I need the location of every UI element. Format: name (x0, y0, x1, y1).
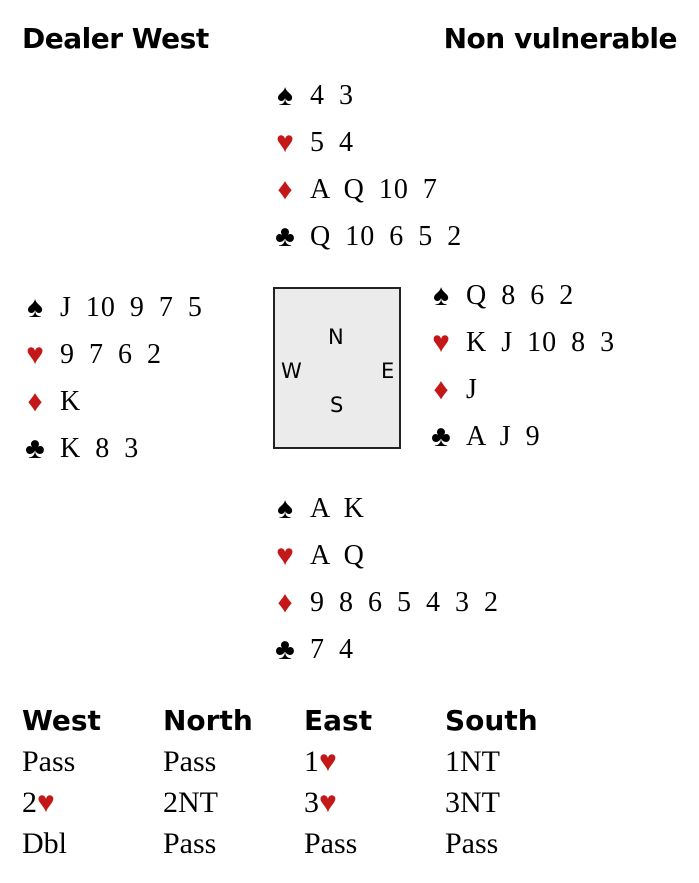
south-spades-cards: A K (310, 493, 365, 524)
vulnerability-label: Non vulnerable (443, 22, 678, 55)
heart-suit-icon: ♥ (276, 126, 294, 159)
auction-bid: Pass (163, 827, 217, 860)
auction-bid: 1♥ (304, 745, 337, 778)
diamond-suit-icon: ♦ (433, 373, 449, 406)
heart-suit-icon: ♥ (319, 745, 337, 778)
auction-header-east: East (304, 704, 373, 737)
auction-header-west: West (22, 704, 101, 737)
diamond-suit-icon: ♦ (277, 173, 293, 206)
diamond-suit-icon: ♦ (277, 586, 293, 619)
auction-bid: Pass (445, 827, 499, 860)
diamond-suit-icon: ♦ (27, 385, 43, 418)
east-spades-cards: Q 8 6 2 (466, 280, 575, 311)
club-suit-icon: ♣ (275, 633, 295, 666)
north-hearts-cards: 5 4 (310, 127, 354, 158)
heart-suit-icon: ♥ (319, 786, 337, 819)
spade-suit-icon: ♠ (433, 279, 449, 312)
west-diamonds-cards: K (60, 386, 82, 417)
heart-suit-icon: ♥ (276, 539, 294, 572)
club-suit-icon: ♣ (275, 220, 295, 253)
auction-bid: 3♥ (304, 786, 337, 819)
auction-header-south: South (445, 704, 538, 737)
east-hearts-cards: K J 10 8 3 (466, 327, 616, 358)
heart-suit-icon: ♥ (26, 338, 44, 371)
compass-table: N W E S (273, 287, 401, 449)
dealer-label: Dealer West (22, 22, 209, 55)
compass-north: N (328, 325, 344, 349)
auction-header-north: North (163, 704, 253, 737)
east-clubs-cards: A J 9 (466, 421, 541, 452)
spade-suit-icon: ♠ (27, 291, 43, 324)
west-hearts-cards: 9 7 6 2 (60, 339, 162, 370)
auction-bid: Pass (304, 827, 358, 860)
south-clubs-cards: 7 4 (310, 634, 354, 665)
north-spades-cards: 4 3 (310, 80, 354, 111)
heart-suit-icon: ♥ (432, 326, 450, 359)
auction-bid: 2♥ (22, 786, 55, 819)
heart-suit-icon: ♥ (37, 786, 55, 819)
compass-east: E (381, 359, 395, 383)
south-hearts-cards: A Q (310, 540, 365, 571)
east-diamonds-cards: J (466, 374, 478, 405)
north-clubs-cards: Q 10 6 5 2 (310, 221, 463, 252)
auction-bid: 3NT (445, 786, 500, 819)
spade-suit-icon: ♠ (277, 79, 293, 112)
auction-bid: Pass (163, 745, 217, 778)
west-spades-cards: J 10 9 7 5 (60, 292, 203, 323)
auction-bid: 2NT (163, 786, 218, 819)
spade-suit-icon: ♠ (277, 492, 293, 525)
auction-bid: Pass (22, 745, 76, 778)
west-clubs-cards: K 8 3 (60, 433, 140, 464)
club-suit-icon: ♣ (431, 420, 451, 453)
compass-west: W (281, 359, 302, 383)
auction-bid: Dbl (22, 827, 67, 860)
compass-south: S (330, 393, 344, 417)
north-diamonds-cards: A Q 10 7 (310, 174, 438, 205)
club-suit-icon: ♣ (25, 432, 45, 465)
south-diamonds-cards: 9 8 6 5 4 3 2 (310, 587, 499, 618)
auction-bid: 1NT (445, 745, 500, 778)
